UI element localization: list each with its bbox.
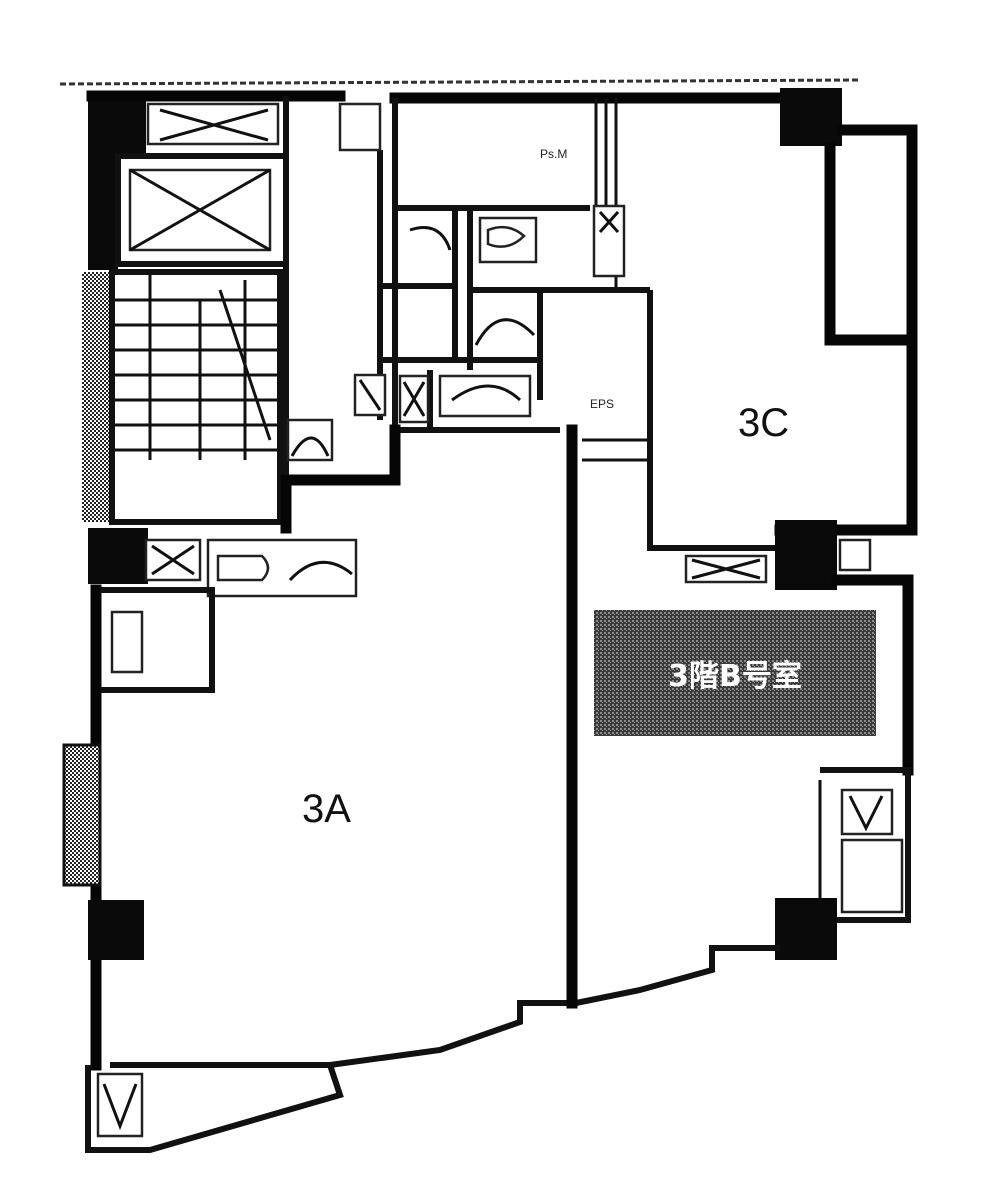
- unit-3a: 3A: [100, 424, 578, 1009]
- outer-walls: [62, 88, 918, 1153]
- unit-3c: 3C: [582, 401, 872, 584]
- room-label-3b: 3階B号室: [668, 659, 802, 694]
- unit-3b: 3階B号室: [594, 610, 904, 914]
- room-label-3c: 3C: [738, 401, 789, 445]
- room-label-eps: EPS: [590, 397, 614, 411]
- room-label-psm: Ps.M: [540, 147, 567, 161]
- room-label-3a: 3A: [302, 787, 351, 831]
- unit-3b-highlight: [594, 610, 876, 736]
- service-area: Ps.M EPS: [382, 98, 650, 433]
- stair-treads: [112, 272, 280, 460]
- building-core: [82, 96, 387, 525]
- top-edge-line: [59, 78, 861, 86]
